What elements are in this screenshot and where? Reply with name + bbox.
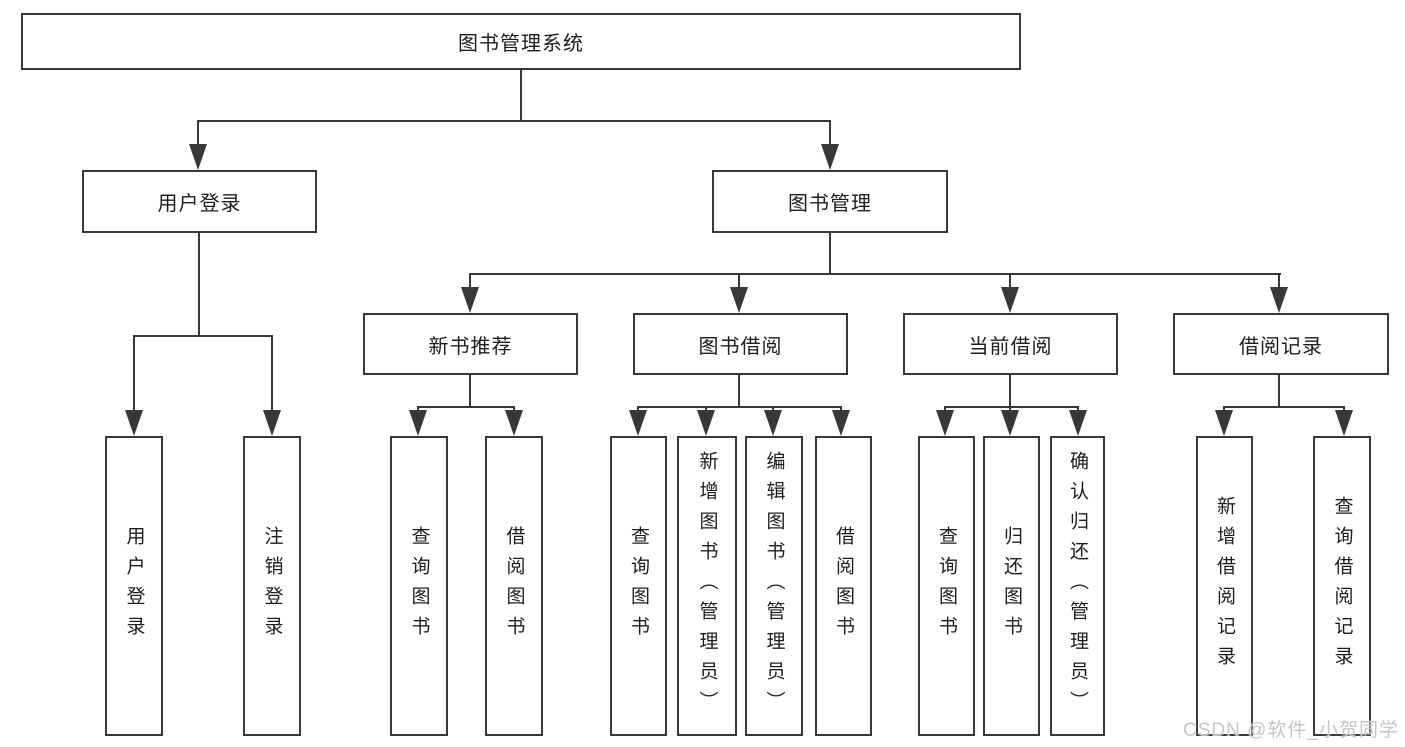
node-current-borrow: 当前借阅 (903, 313, 1118, 375)
node-label: 注销登录 (261, 526, 283, 646)
connector-line (197, 120, 199, 148)
connector-line (1278, 374, 1280, 408)
connector-line (520, 68, 522, 122)
node-book-borrow: 图书借阅 (633, 313, 848, 375)
connector-line (1009, 374, 1011, 408)
node-user-login: 用户登录 (82, 170, 317, 233)
connector-line (271, 335, 273, 412)
leaf-borrow-add: 新增图书︵管理员︶ (677, 436, 737, 736)
connector-arrow-down (1215, 410, 1233, 436)
connector-line (197, 120, 831, 122)
connector-arrow-down (189, 144, 207, 170)
leaf-user-login: 用户登录 (105, 436, 163, 736)
node-label: 图书管理系统 (458, 33, 584, 55)
node-label: 借阅图书 (833, 526, 854, 646)
node-label: 借阅图书 (503, 526, 525, 646)
connector-arrow-down (1001, 287, 1019, 313)
leaf-logout: 注销登录 (243, 436, 301, 736)
node-new-book-rec: 新书推荐 (363, 313, 578, 375)
connector-arrow-down (1335, 410, 1353, 436)
connector-line (1278, 273, 1280, 289)
node-root: 图书管理系统 (21, 13, 1021, 70)
connector-arrow-down (832, 410, 850, 436)
connector-arrow-down (505, 410, 523, 436)
connector-arrow-down (1069, 410, 1087, 436)
connector-arrow-down (730, 287, 748, 313)
connector-line (198, 231, 200, 337)
node-label: 当前借阅 (968, 335, 1053, 358)
connector-line (133, 335, 273, 337)
node-label: 查询图书 (408, 526, 430, 646)
connector-line (1223, 406, 1345, 408)
connector-line (469, 273, 1281, 275)
connector-line (637, 406, 842, 408)
leaf-borrow-borrow: 借阅图书 (815, 436, 872, 736)
node-label: 新书推荐 (428, 335, 513, 358)
connector-line (469, 374, 471, 408)
connector-line (944, 406, 1079, 408)
leaf-new-book-borrow: 借阅图书 (485, 436, 543, 736)
connector-line (469, 273, 471, 289)
leaf-current-query: 查询图书 (918, 436, 975, 736)
node-label: 新增借阅记录 (1214, 496, 1235, 676)
node-label: 用户登录 (157, 193, 242, 215)
connector-line (133, 335, 135, 412)
connector-arrow-down (764, 410, 782, 436)
connector-line (1009, 273, 1011, 289)
connector-line (738, 374, 740, 408)
node-label: 查询借阅记录 (1331, 496, 1353, 676)
node-book-mgmt: 图书管理 (712, 170, 948, 233)
leaf-borrow-edit: 编辑图书︵管理员︶ (745, 436, 803, 736)
leaf-borrow-query: 查询图书 (610, 436, 667, 736)
connector-arrow-down (125, 410, 143, 436)
connector-arrow-down (1270, 287, 1288, 313)
leaf-current-confirm-return: 确认归还︵管理员︶ (1050, 436, 1105, 736)
leaf-current-return: 归还图书 (983, 436, 1040, 736)
node-label: 借阅记录 (1239, 335, 1323, 358)
connector-arrow-down (629, 410, 647, 436)
node-label: 查询图书 (628, 526, 649, 646)
node-label: 确认归还︵管理员︶ (1067, 451, 1088, 721)
connector-arrow-down (1001, 410, 1019, 436)
connector-arrow-down (697, 410, 715, 436)
node-label: 图书借阅 (698, 335, 783, 358)
connector-line (417, 406, 515, 408)
connector-arrow-down (461, 287, 479, 313)
leaf-new-book-query: 查询图书 (390, 436, 448, 736)
connector-arrow-down (821, 144, 839, 170)
connector-arrow-down (263, 410, 281, 436)
node-label: 归还图书 (1001, 526, 1022, 646)
connector-line (738, 273, 740, 289)
leaf-records-query: 查询借阅记录 (1313, 436, 1371, 736)
node-borrow-records: 借阅记录 (1173, 313, 1389, 375)
connector-line (829, 231, 831, 275)
connector-arrow-down (409, 410, 427, 436)
connector-line (829, 120, 831, 148)
leaf-records-add: 新增借阅记录 (1196, 436, 1253, 736)
connector-arrow-down (936, 410, 954, 436)
node-label: 查询图书 (936, 526, 957, 646)
watermark-text: CSDN @软件_小贺同学 (1183, 720, 1399, 741)
node-label: 图书管理 (788, 193, 872, 215)
node-label: 编辑图书︵管理员︶ (763, 451, 785, 721)
node-label: 用户登录 (123, 526, 145, 646)
node-label: 新增图书︵管理员︶ (696, 451, 718, 721)
